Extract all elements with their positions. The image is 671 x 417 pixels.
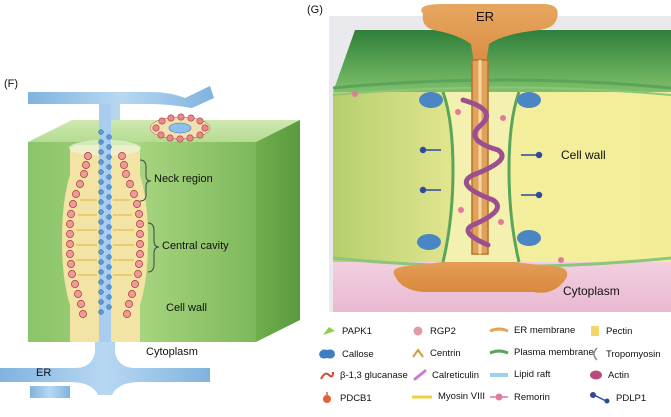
callose-deposits — [417, 92, 541, 250]
pdlp1-icon — [590, 392, 610, 404]
er-top-g — [421, 4, 558, 70]
legend-item-actin: Actin — [589, 369, 629, 381]
cell-wall-label-f: Cell wall — [166, 302, 207, 314]
legend-item-pectin: Pectin — [589, 325, 632, 337]
upper-cytoplasm — [333, 30, 671, 92]
block-side-face — [256, 120, 300, 342]
papk1-icon — [323, 327, 335, 335]
actin-icon — [590, 370, 602, 380]
panel-g: (G) ER Cell wall Cytoplasm PAPK1 RGP2 ER… — [303, 0, 671, 412]
remorin-icon — [490, 393, 508, 401]
remorin-markers — [352, 91, 564, 263]
plasma-membrane-icon — [489, 349, 509, 354]
panel-g-tag: (G) — [307, 4, 323, 16]
legend-item-rgp2: RGP2 — [411, 325, 456, 337]
legend-item-centrin: Centrin — [411, 347, 461, 359]
cytoplasm-label-g: Cytoplasm — [563, 284, 620, 298]
upper-plasma-membrane — [332, 78, 671, 90]
rgp2-icon — [413, 326, 423, 336]
neck-region-label: Neck region — [154, 173, 213, 185]
lipid-raft-icon — [490, 372, 508, 377]
legend-item-calreticulin: Calreticulin — [413, 369, 479, 381]
legend-item-papk1: PAPK1 — [321, 325, 372, 337]
legend-item-tropomyosin: Tropomyosin — [589, 347, 661, 361]
legend-item-myosin: Myosin VIII — [411, 391, 485, 402]
er-tube-bottom — [0, 342, 210, 395]
plasmodesma-molecular-diagram — [303, 0, 671, 412]
cytoplasm-label-f: Cytoplasm — [146, 346, 198, 358]
pectin-icon — [591, 326, 599, 336]
er-label-g: ER — [476, 9, 495, 24]
cell-wall-label-g: Cell wall — [561, 148, 606, 162]
legend-item-callose: Callose — [317, 347, 374, 361]
calreticulin-icon — [413, 369, 427, 381]
plasmodesma-cross-section-diagram — [0, 86, 300, 398]
actin-spiral — [460, 97, 505, 248]
pdlp1-markers — [419, 146, 543, 199]
central-cavity-label: Central cavity — [162, 240, 229, 252]
central-cavity-bracket — [147, 222, 160, 273]
plasma-membrane-beads — [66, 152, 144, 318]
neck-bracket — [139, 159, 152, 202]
panel-f-tag: (F) — [4, 78, 19, 90]
callose-icon — [319, 349, 335, 359]
pdcb1-icon — [323, 392, 331, 403]
er-membrane-icon — [489, 327, 509, 332]
legend-item-remorin: Remorin — [489, 391, 550, 403]
er-tube-top — [28, 86, 214, 120]
er-label-f: ER — [36, 367, 52, 379]
panel-f: (F) Neck region Central cavity Cell wall… — [0, 0, 300, 412]
legend-item-er-membrane: ER membrane — [489, 325, 575, 336]
er-bottom-g — [393, 248, 568, 293]
legend-item-glucanase: β-1,3 glucanase — [319, 369, 408, 381]
myosin-icon — [412, 395, 432, 398]
glucanase-icon — [320, 371, 334, 380]
centrin-icon — [412, 348, 424, 358]
tropomyosin-icon — [593, 347, 598, 361]
legend-item-pdcb1: PDCB1 — [319, 391, 372, 405]
legend-item-plasma-membrane: Plasma membrane — [489, 347, 594, 358]
legend-item-pdlp1: PDLP1 — [589, 391, 646, 405]
legend-item-lipid-raft: Lipid raft — [489, 369, 550, 380]
